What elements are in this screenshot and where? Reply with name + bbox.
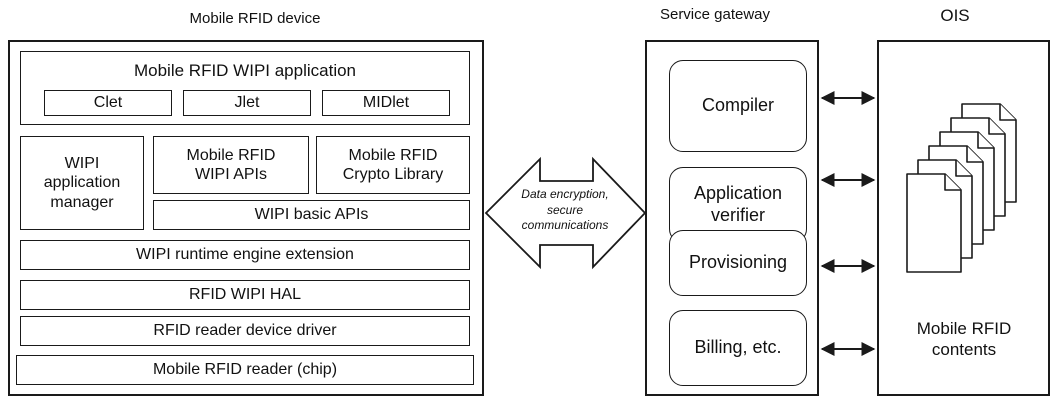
clet-box: Clet	[44, 90, 172, 116]
mobile-rfid-wipi-apis: Mobile RFID WIPI APIs	[153, 136, 309, 194]
rfid-wipi-hal: RFID WIPI HAL	[20, 280, 470, 310]
gateway-provisioning: Provisioning	[669, 230, 807, 296]
wipi-runtime-engine-extension: WIPI runtime engine extension	[20, 240, 470, 270]
gateway-compiler: Compiler	[669, 60, 807, 152]
gateway-title: Service gateway	[659, 6, 771, 23]
ois-title: OIS	[940, 6, 970, 25]
ois-contents-label: Mobile RFID contents	[916, 319, 1012, 360]
mobile-rfid-crypto-library: Mobile RFID Crypto Library	[316, 136, 470, 194]
wipi-application-title: Mobile RFID WIPI application	[133, 61, 357, 80]
mobile-rfid-reader-chip: Mobile RFID reader (chip)	[16, 355, 474, 385]
wipi-application-box	[20, 51, 470, 125]
wipi-application-manager: WIPI application manager	[20, 136, 144, 230]
rfid-reader-device-driver: RFID reader device driver	[20, 316, 470, 346]
jlet-box: Jlet	[183, 90, 311, 116]
secure-link-label: Data encryption, secure communications	[521, 187, 609, 233]
gateway-billing: Billing, etc.	[669, 310, 807, 386]
device-title: Mobile RFID device	[189, 10, 321, 27]
midlet-box: MIDlet	[322, 90, 450, 116]
wipi-basic-apis: WIPI basic APIs	[153, 200, 470, 230]
